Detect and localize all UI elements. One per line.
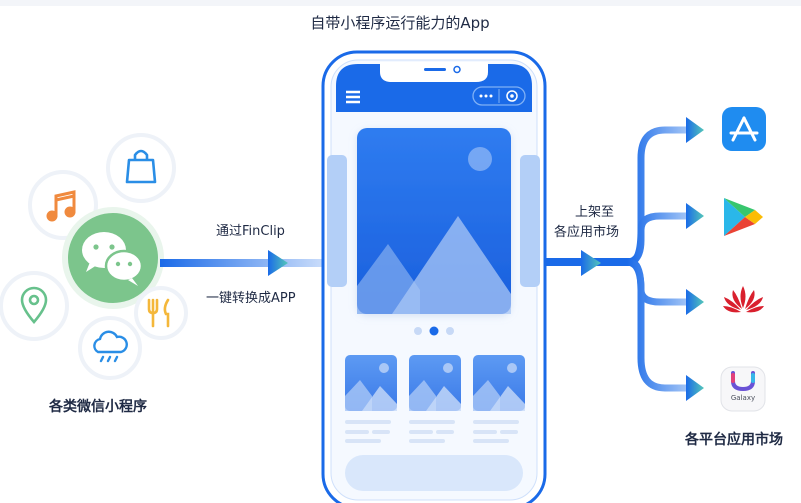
galaxy-store-icon: Galaxy [720, 366, 766, 412]
phone-mockup [321, 50, 547, 503]
location-pin-icon [20, 286, 48, 324]
huawei-icon [723, 286, 764, 313]
arrow-bottom-label: 一键转换成APP [206, 291, 296, 306]
carousel-dots [414, 326, 454, 336]
music-note-icon [46, 190, 76, 222]
fork-knife-icon [147, 298, 170, 328]
app-store-icon [722, 107, 766, 151]
more-dots-icon [479, 94, 493, 98]
wechat-icon [82, 232, 144, 286]
cloud-rain-icon [93, 330, 128, 363]
hamburger-menu-icon [346, 90, 360, 104]
galaxy-label: Galaxy [731, 394, 755, 402]
left-group-label: 各类微信小程序 [49, 399, 147, 415]
thumbnail-row [345, 355, 525, 443]
diagram-title: 自带小程序运行能力的App [310, 14, 490, 32]
shopping-bag-icon [125, 149, 157, 184]
capsule-button [472, 86, 526, 106]
google-play-icon [724, 198, 763, 236]
close-circle-icon [506, 90, 518, 102]
right-group-label: 各平台应用市场 [685, 432, 783, 448]
convert-arrow [160, 250, 328, 276]
food-bubble [134, 286, 188, 340]
publish-label-line2: 各应用市场 [554, 225, 620, 240]
publish-arrows [545, 117, 704, 401]
publish-label-line1: 上架至 [575, 205, 615, 220]
banner-image [357, 128, 511, 314]
wechat-circle [62, 207, 164, 309]
top-divider [0, 0, 801, 6]
bottom-bar [345, 455, 523, 491]
location-bubble [0, 271, 69, 341]
weather-bubble [78, 316, 142, 380]
shopping-bag-bubble [106, 133, 176, 203]
arrow-top-label: 通过FinClip [216, 224, 285, 239]
